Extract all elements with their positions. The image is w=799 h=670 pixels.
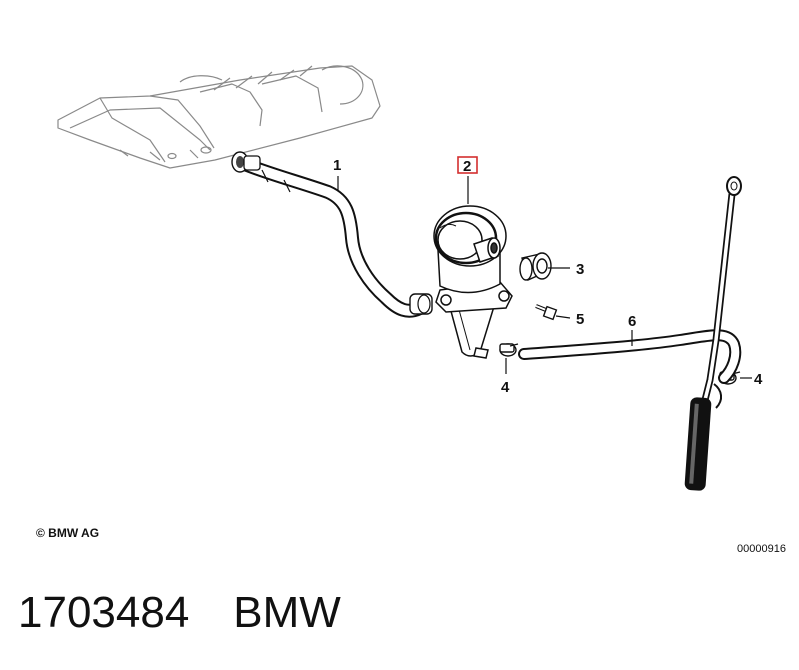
- oil-dipstick-guide-tube: [684, 176, 742, 491]
- brand-name: BMW: [233, 588, 341, 637]
- callout-label-2: 2: [463, 158, 471, 175]
- bolt-item-5: [535, 304, 558, 321]
- callout-label-6: 6: [628, 313, 636, 330]
- leader-lines: [337, 176, 752, 379]
- highlight-box-item-2: [457, 156, 478, 174]
- hose-clamp-left-item-4: [499, 343, 519, 357]
- vent-hose-item-1: [231, 151, 433, 318]
- callout-label-5: 5: [576, 311, 584, 328]
- drawing-number: 00000916: [737, 543, 786, 555]
- part-number: 1703484: [18, 588, 190, 637]
- callout-label-3: 3: [576, 261, 584, 278]
- callout-label-4-left: 4: [501, 379, 510, 396]
- part-caption: 1703484 BMW: [18, 588, 341, 638]
- cylinder-head-cover: [57, 65, 381, 169]
- vent-hose-item-6: [518, 329, 742, 384]
- grommet-item-3: [519, 252, 552, 281]
- copyright-notice: © BMW AG: [36, 526, 100, 540]
- pressure-control-valve-item-2: [433, 205, 513, 359]
- callout-label-4-right: 4: [754, 371, 763, 388]
- callout-label-1: 1: [333, 157, 341, 174]
